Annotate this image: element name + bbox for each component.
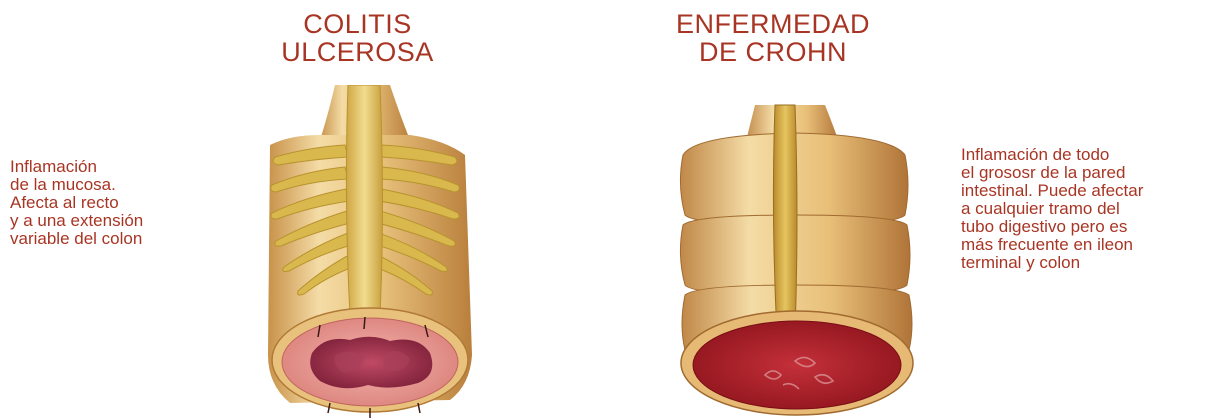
crohns-disease-description: Inflamación de todo el grososr de la par… bbox=[961, 146, 1143, 272]
ulcerative-colitis-title: COLITIS ULCEROSA bbox=[255, 10, 460, 66]
title-line: COLITIS bbox=[255, 10, 460, 38]
description-line: terminal y colon bbox=[961, 254, 1143, 272]
description-line: y a una extensión bbox=[10, 212, 143, 230]
mesentery-band bbox=[773, 105, 797, 335]
description-line: Inflamación de todo bbox=[961, 146, 1143, 164]
crohns-disease-title: ENFERMEDAD DE CROHN bbox=[658, 10, 888, 66]
ulcer-area bbox=[310, 337, 432, 388]
description-line: intestinal. Puede afectar bbox=[961, 182, 1143, 200]
description-line: de la mucosa. bbox=[10, 176, 143, 194]
description-line: tubo digestivo pero es bbox=[961, 218, 1143, 236]
title-line: DE CROHN bbox=[658, 38, 888, 66]
crohns-disease-colon-illustration bbox=[665, 85, 930, 418]
thickened-inflamed-wall bbox=[693, 321, 901, 409]
title-line: ENFERMEDAD bbox=[658, 10, 888, 38]
ulcerative-colitis-description: Inflamación de la mucosa. Afecta al rect… bbox=[10, 158, 143, 248]
title-line: ULCEROSA bbox=[255, 38, 460, 66]
ulcerative-colitis-colon-illustration bbox=[250, 85, 480, 418]
description-line: Afecta al recto bbox=[10, 194, 143, 212]
description-line: el grososr de la pared bbox=[961, 164, 1143, 182]
mesentery-band bbox=[346, 85, 382, 315]
description-line: Inflamación bbox=[10, 158, 143, 176]
description-line: a cualquier tramo del bbox=[961, 200, 1143, 218]
description-line: variable del colon bbox=[10, 230, 143, 248]
description-line: más frecuente en ileon bbox=[961, 236, 1143, 254]
